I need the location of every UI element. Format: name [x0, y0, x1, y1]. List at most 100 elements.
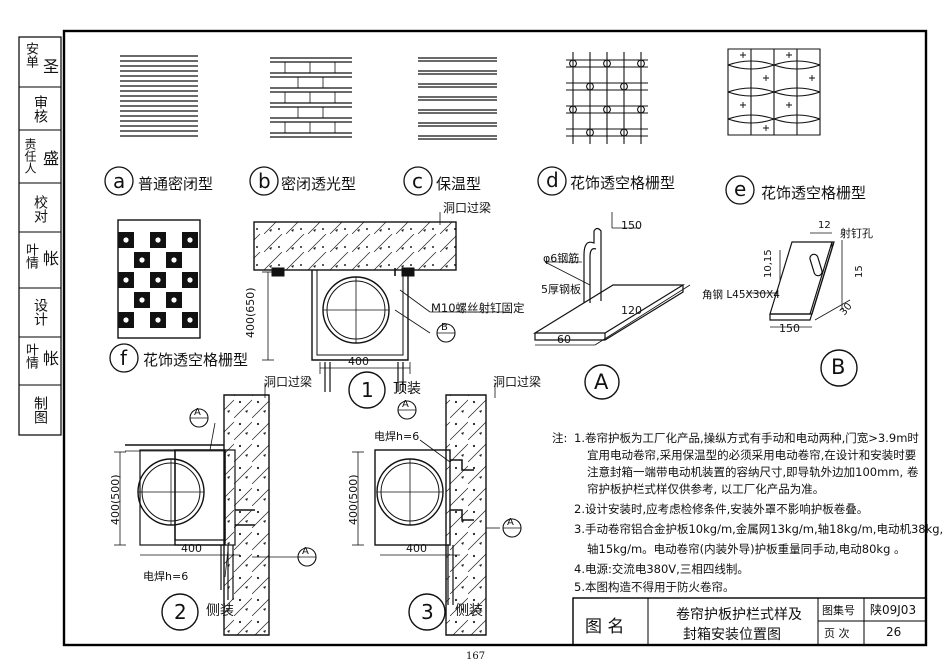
- side-label-6: 叶情: [23, 343, 38, 369]
- detail-a-rebar: φ6钢筋: [543, 252, 580, 265]
- pattern-c-drawing: [418, 57, 497, 140]
- note-line: 3.手动卷帘铝合金护板10kg/m,金属网13kg/m,轴18kg/m,电动机3…: [574, 522, 944, 536]
- detail-side2-caption: 侧装: [206, 603, 234, 619]
- detail-side2-weld: 电焊h=6: [143, 570, 189, 583]
- pattern-e-label: 花饰透空格栅型: [761, 184, 867, 202]
- detail-side3-ref-mark: A: [402, 399, 409, 410]
- pattern-f-label: 花饰透空格栅型: [143, 351, 249, 369]
- pattern-f-drawing: [117, 219, 201, 339]
- detail-a-drawing: [532, 212, 691, 346]
- note-line: 4.电源:交流电380V,三相四线制。: [574, 562, 749, 576]
- detail-side3-ref-mark2: A: [507, 517, 514, 528]
- detail-a-plate: 5厚钢板: [541, 283, 581, 296]
- detail-side3-drawing: [352, 383, 500, 636]
- pattern-d-letter: d: [546, 168, 559, 192]
- detail-side3-caption: 侧装: [455, 603, 483, 619]
- detail-b-mark-circle: [820, 349, 858, 387]
- pattern-d-drawing: [566, 52, 648, 144]
- detail-side3-lintel: 洞口过梁: [493, 375, 542, 389]
- pattern-b-marker: [249, 166, 279, 196]
- side-label-5: 设计: [32, 298, 48, 326]
- detail-top-drawing: [253, 212, 510, 392]
- detail-b-nail-hole: 射钉孔: [840, 227, 873, 240]
- detail-side2-dim-width: 400: [181, 542, 202, 555]
- note-line: 轴15kg/m。电动卷帘(内装外导)护板重量同手动,电动80kg 。: [587, 542, 906, 556]
- side-label-0: 安单: [23, 42, 38, 68]
- notes-prefix: 注:: [552, 431, 568, 445]
- detail-a-mark: A: [594, 370, 609, 394]
- pattern-f-marker: [109, 343, 139, 373]
- side-sign-4: 帐: [40, 250, 59, 266]
- detail-b-mark: B: [831, 355, 846, 379]
- side-sign-2: 盛: [40, 150, 59, 166]
- pattern-b-drawing: [270, 57, 352, 138]
- note-line: 帘护板护栏式样仅供参考, 以工厂化产品为准。: [587, 482, 825, 496]
- detail-a-mark-circle: [584, 364, 620, 400]
- detail-side3-dim-height: 400(500): [347, 474, 360, 525]
- atlas-value: 陕09J03: [870, 603, 917, 617]
- detail-side3-dim-width: 400: [406, 542, 427, 555]
- detail-b-dim-15: 15: [854, 265, 865, 278]
- pattern-c-marker: [403, 166, 433, 196]
- note-line: 1.卷帘护板为工厂化产品,操纵方式有手动和电动两种,门宽>3.9m时: [574, 431, 919, 445]
- side-sign-0: 圣: [40, 58, 59, 74]
- drawing-title-line1: 卷帘护板护栏式样及: [676, 607, 802, 623]
- detail-side2-drawing: [114, 383, 300, 636]
- detail-side3-weld: 电焊h=6: [374, 430, 420, 443]
- atlas-label: 图集号: [822, 604, 855, 617]
- pattern-b-label: 密闭透光型: [281, 175, 357, 193]
- pattern-b-letter: b: [258, 169, 271, 193]
- detail-side3-number-marker: [408, 593, 446, 631]
- detail-b-angle: 角钢 L45X30X4: [702, 289, 780, 301]
- side-label-7: 制图: [32, 396, 48, 424]
- detail-b-dim-150: 150: [779, 322, 800, 335]
- pattern-c-label: 保温型: [436, 175, 482, 193]
- page-number: 167: [466, 651, 486, 662]
- detail-top-ref-mark: B: [441, 322, 448, 333]
- title-block: [572, 597, 927, 646]
- pattern-f-letter: f: [120, 346, 128, 370]
- detail-a-dim-120: 120: [621, 304, 642, 317]
- page-label: 页 次: [824, 627, 850, 640]
- pattern-e-marker: [725, 175, 755, 205]
- note-line: 宜用电动卷帘,采用保温型的必须采用电动卷帘,在设计和安装时要: [587, 448, 917, 462]
- detail-top-bolt-note: M10螺丝射钉固定: [431, 301, 525, 315]
- detail-side3-number: 3: [421, 600, 434, 624]
- side-label-4: 叶情: [23, 243, 38, 269]
- note-line: 5.本图构造不得用于防火卷帘。: [574, 580, 735, 594]
- pattern-a-letter: a: [113, 169, 126, 193]
- pattern-e-letter: e: [734, 177, 747, 201]
- page-value: 26: [886, 625, 902, 639]
- detail-b-dim-1015: 10,15: [763, 249, 774, 278]
- detail-side2-dim-height: 400(500): [109, 474, 122, 525]
- pattern-a-label: 普通密闭型: [138, 175, 214, 193]
- pattern-c-letter: c: [412, 169, 423, 193]
- side-column: [18, 36, 62, 436]
- side-sign-6: 帐: [40, 350, 59, 366]
- note-line: 注意封箱一端带电动机装置的容纳尺寸,即导轨外边加100mm, 卷: [587, 465, 919, 479]
- detail-b-drawing: [746, 232, 851, 328]
- detail-b-dim-12: 12: [818, 220, 831, 231]
- side-label-3: 校对: [32, 195, 48, 223]
- side-label-1: 审核: [32, 95, 48, 123]
- detail-top-number: 1: [361, 378, 374, 402]
- detail-side2-ref-mark2: A: [302, 546, 309, 557]
- drawing-title-line2: 封箱安装位置图: [683, 627, 781, 643]
- detail-side2-number: 2: [174, 600, 187, 624]
- pattern-d-label: 花饰透空格栅型: [570, 174, 676, 192]
- title-name-label: 图 名: [585, 617, 625, 637]
- pattern-a-drawing: [120, 55, 198, 137]
- detail-side2-lintel: 洞口过梁: [264, 375, 313, 389]
- side-label-2: 责任人: [23, 138, 37, 174]
- detail-a-dim-60: 60: [557, 333, 571, 346]
- detail-top-lintel: 洞口过梁: [443, 201, 492, 215]
- detail-a-dim-150: 150: [621, 219, 642, 232]
- pattern-e-drawing: [727, 48, 821, 136]
- detail-top-number-marker: [348, 371, 386, 409]
- detail-top-caption: 顶装: [393, 381, 421, 397]
- pattern-a-marker: [104, 166, 134, 196]
- pattern-d-marker: [537, 166, 567, 196]
- detail-top-dim-height: 400(650): [244, 287, 257, 338]
- detail-side2-ref-mark: A: [194, 407, 201, 418]
